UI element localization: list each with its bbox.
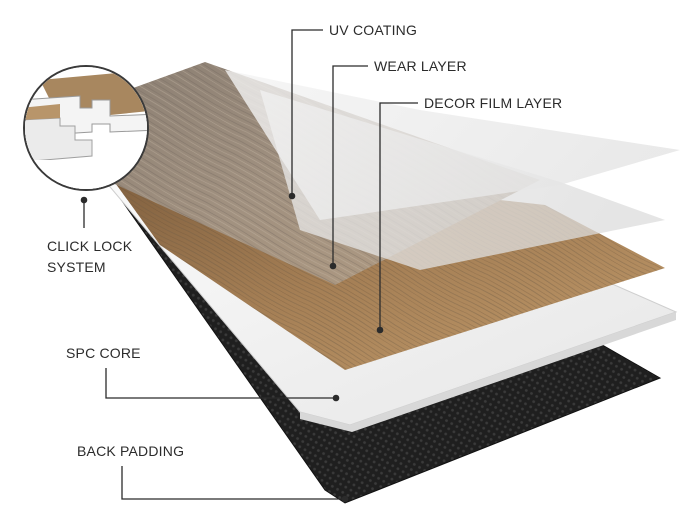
label-click-lock-line2: SYSTEM xyxy=(47,259,106,275)
leader-wear-layer xyxy=(332,65,368,266)
leader-lines xyxy=(83,29,418,500)
label-decor-film-layer: DECOR FILM LAYER xyxy=(424,95,563,111)
label-spc-core: SPC CORE xyxy=(66,345,141,361)
leader-uv-coating xyxy=(291,29,323,196)
label-uv-coating: UV COATING xyxy=(329,22,418,38)
label-back-padding: BACK PADDING xyxy=(77,443,185,459)
leader-decor-film xyxy=(379,102,418,330)
leader-back-padding xyxy=(121,466,345,500)
label-click-lock-line1: CLICK LOCK xyxy=(47,238,133,254)
leader-dots xyxy=(80,192,384,503)
leader-spc-core xyxy=(105,368,336,399)
label-wear-layer: WEAR LAYER xyxy=(374,58,467,74)
uv-coating-layer xyxy=(225,70,680,220)
